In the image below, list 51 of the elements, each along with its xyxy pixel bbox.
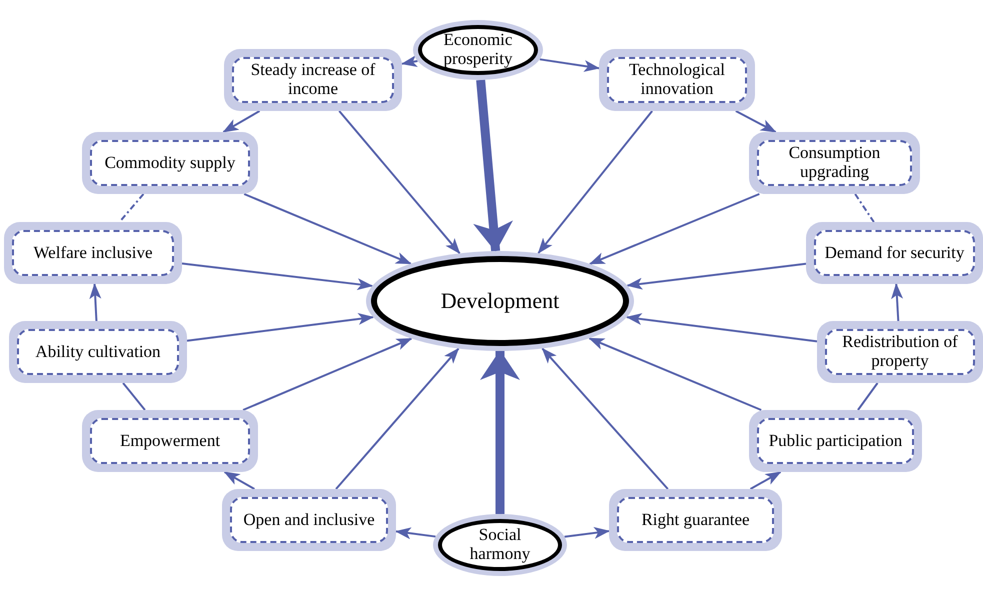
arrow (588, 337, 762, 411)
arrow (564, 527, 610, 539)
arrow (540, 58, 600, 72)
node-label: Welfare inclusive (34, 244, 152, 262)
dashed-box (817, 321, 983, 383)
arrow (89, 283, 102, 322)
dashed-box (222, 489, 396, 551)
arrow (473, 80, 513, 252)
arrow (750, 471, 782, 490)
dashed-box (82, 132, 258, 194)
arrow (186, 313, 374, 342)
node-label: Public participation (768, 432, 902, 450)
arrow (222, 110, 260, 133)
node-label: Technological innovation (628, 61, 726, 99)
dashed-box (609, 489, 782, 551)
arrow (242, 338, 412, 411)
node-label: Open and inclusive (243, 510, 375, 530)
node-label: Economic prosperity (442, 31, 514, 69)
dashed-box (749, 410, 922, 472)
dashed-box (599, 49, 755, 111)
node-label: Redistribution of property (841, 333, 959, 371)
dashed-box (749, 132, 920, 194)
node-label: Empowerment (120, 432, 220, 450)
arrow (735, 110, 777, 133)
node-label: Right guarantee (641, 510, 750, 530)
node-label: Ability cultivation (35, 342, 161, 362)
arrow (588, 193, 760, 265)
arrow (626, 262, 806, 290)
node-label: Social harmony (468, 526, 532, 564)
arrow (335, 348, 460, 490)
dashed-box (82, 410, 258, 472)
arrow (338, 110, 460, 254)
dashed-box (224, 49, 402, 111)
arrow (891, 283, 904, 322)
arrow (244, 193, 412, 265)
arrow (401, 55, 418, 68)
arrow (182, 262, 374, 290)
dashed-box (4, 222, 182, 284)
node-label: Demand for security (824, 244, 964, 262)
node-label: Development (440, 287, 560, 315)
arrow (542, 348, 669, 490)
node-label: Steady increase of income (250, 61, 376, 99)
node-label: Commodity supply (104, 154, 236, 172)
arrow (626, 313, 818, 342)
node-label: Consumption upgrading (788, 144, 882, 182)
arrow (224, 471, 255, 490)
dashed-box (806, 222, 983, 284)
arrow (538, 110, 653, 254)
arrow (480, 350, 520, 514)
dashed-box (9, 321, 187, 383)
arrow (395, 527, 436, 540)
